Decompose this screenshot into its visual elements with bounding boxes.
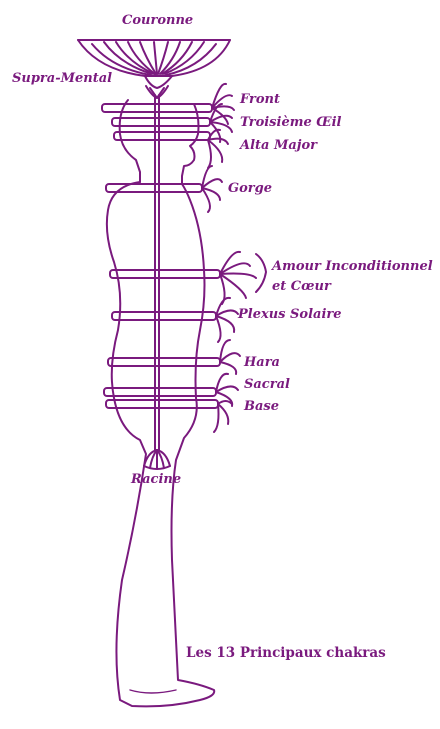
label-couronne: Couronne [122,13,194,28]
base-lotus [213,400,233,433]
alta-major-lotus [207,128,229,169]
label-plexus-solaire: Plexus Solaire [238,307,342,322]
label-front: Front [240,92,280,107]
supra-mental-lotus [145,85,169,99]
label-racine: Racine [131,472,182,487]
third-eye-lotus [209,103,233,143]
label-hara: Hara [244,355,280,370]
throat-lotus [201,165,223,213]
label-gorge: Gorge [228,181,272,196]
label-amour-line2: et Cœur [272,279,331,294]
heart-lotus [219,250,267,305]
solar-plexus-lotus [215,296,239,343]
label-sacral: Sacral [244,377,290,392]
body-outline [105,181,216,708]
hara-lotus [219,339,241,375]
label-supra-mental: Supra-Mental [12,71,113,86]
diagram-caption: Les 13 Principaux chakras [186,645,386,661]
label-troisieme-oeil: Troisième Œil [240,115,342,130]
label-amour-line1: Amour Inconditionnel [272,259,433,274]
crown-lotus [77,39,231,89]
central-channel [154,94,160,451]
root-lotus [143,449,171,470]
label-base: Base [244,399,280,414]
label-alta-major: Alta Major [240,138,318,153]
